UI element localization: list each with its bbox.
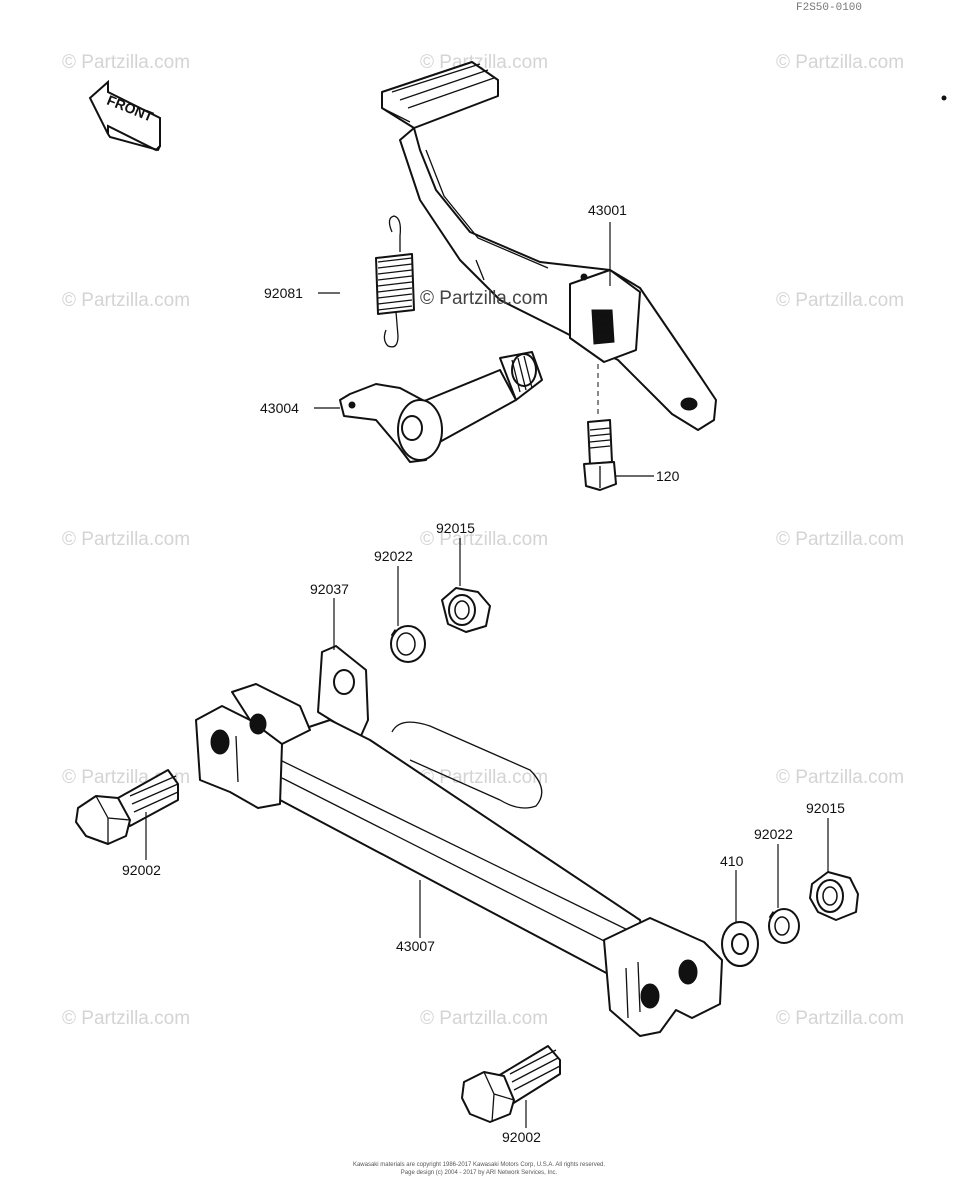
watermark: © Partzilla.com [420, 529, 548, 550]
nut-right [809, 871, 859, 921]
watermark: © Partzilla.com [776, 767, 904, 788]
diagram-code: F2S50-0100 [796, 2, 862, 14]
watermark: © Partzilla.com [62, 52, 190, 73]
brake-shaft [339, 351, 543, 463]
copyright-line: Kawasaki materials are copyright 1986-20… [353, 1162, 605, 1168]
label-43001: 43001 [588, 202, 627, 218]
watermark: © Partzilla.com [62, 529, 190, 550]
label-410: 410 [720, 853, 744, 869]
watermark: © Partzilla.com [420, 1008, 548, 1029]
page-design-line: Page design (c) 2004 - 2017 by ARI Netwo… [401, 1170, 558, 1176]
washer-right [721, 921, 759, 967]
label-92022-top: 92022 [374, 548, 413, 564]
return-spring [375, 215, 415, 348]
watermark: © Partzilla.com [776, 52, 904, 73]
part-labels: 43001 92081 43004 120 92015 92022 92037 … [122, 202, 845, 1145]
label-92002-left: 92002 [122, 862, 161, 878]
front-arrow-icon: FRONT [88, 79, 161, 152]
leader-lines [145, 222, 829, 1128]
watermark-grid: © Partzilla.com © Partzilla.com © Partzi… [62, 52, 904, 1029]
label-92015-right: 92015 [806, 800, 845, 816]
label-92002-bottom: 92002 [502, 1129, 541, 1145]
label-120: 120 [656, 468, 680, 484]
label-92081: 92081 [264, 285, 303, 301]
lock-washer-right [768, 908, 800, 944]
watermark: © Partzilla.com [776, 290, 904, 311]
bolt-left [75, 769, 179, 845]
label-92037: 92037 [310, 581, 349, 597]
brake-rod [195, 645, 723, 1037]
label-43004: 43004 [260, 400, 299, 416]
watermark: © Partzilla.com [420, 767, 548, 788]
center-watermark: © Partzilla.com [420, 288, 548, 309]
lock-washer-top [390, 625, 426, 663]
watermark: © Partzilla.com [62, 1008, 190, 1029]
watermark: © Partzilla.com [62, 290, 190, 311]
bolt-bottom [461, 1045, 561, 1123]
label-43007: 43007 [396, 938, 435, 954]
watermark: © Partzilla.com [776, 529, 904, 550]
pivot-bolt [583, 364, 617, 491]
label-92022-right: 92022 [754, 826, 793, 842]
corner-mark [941, 95, 947, 101]
watermark: © Partzilla.com [776, 1008, 904, 1029]
label-92015-top: 92015 [436, 520, 475, 536]
brake-pedal [381, 61, 717, 431]
nut-top [441, 587, 491, 633]
